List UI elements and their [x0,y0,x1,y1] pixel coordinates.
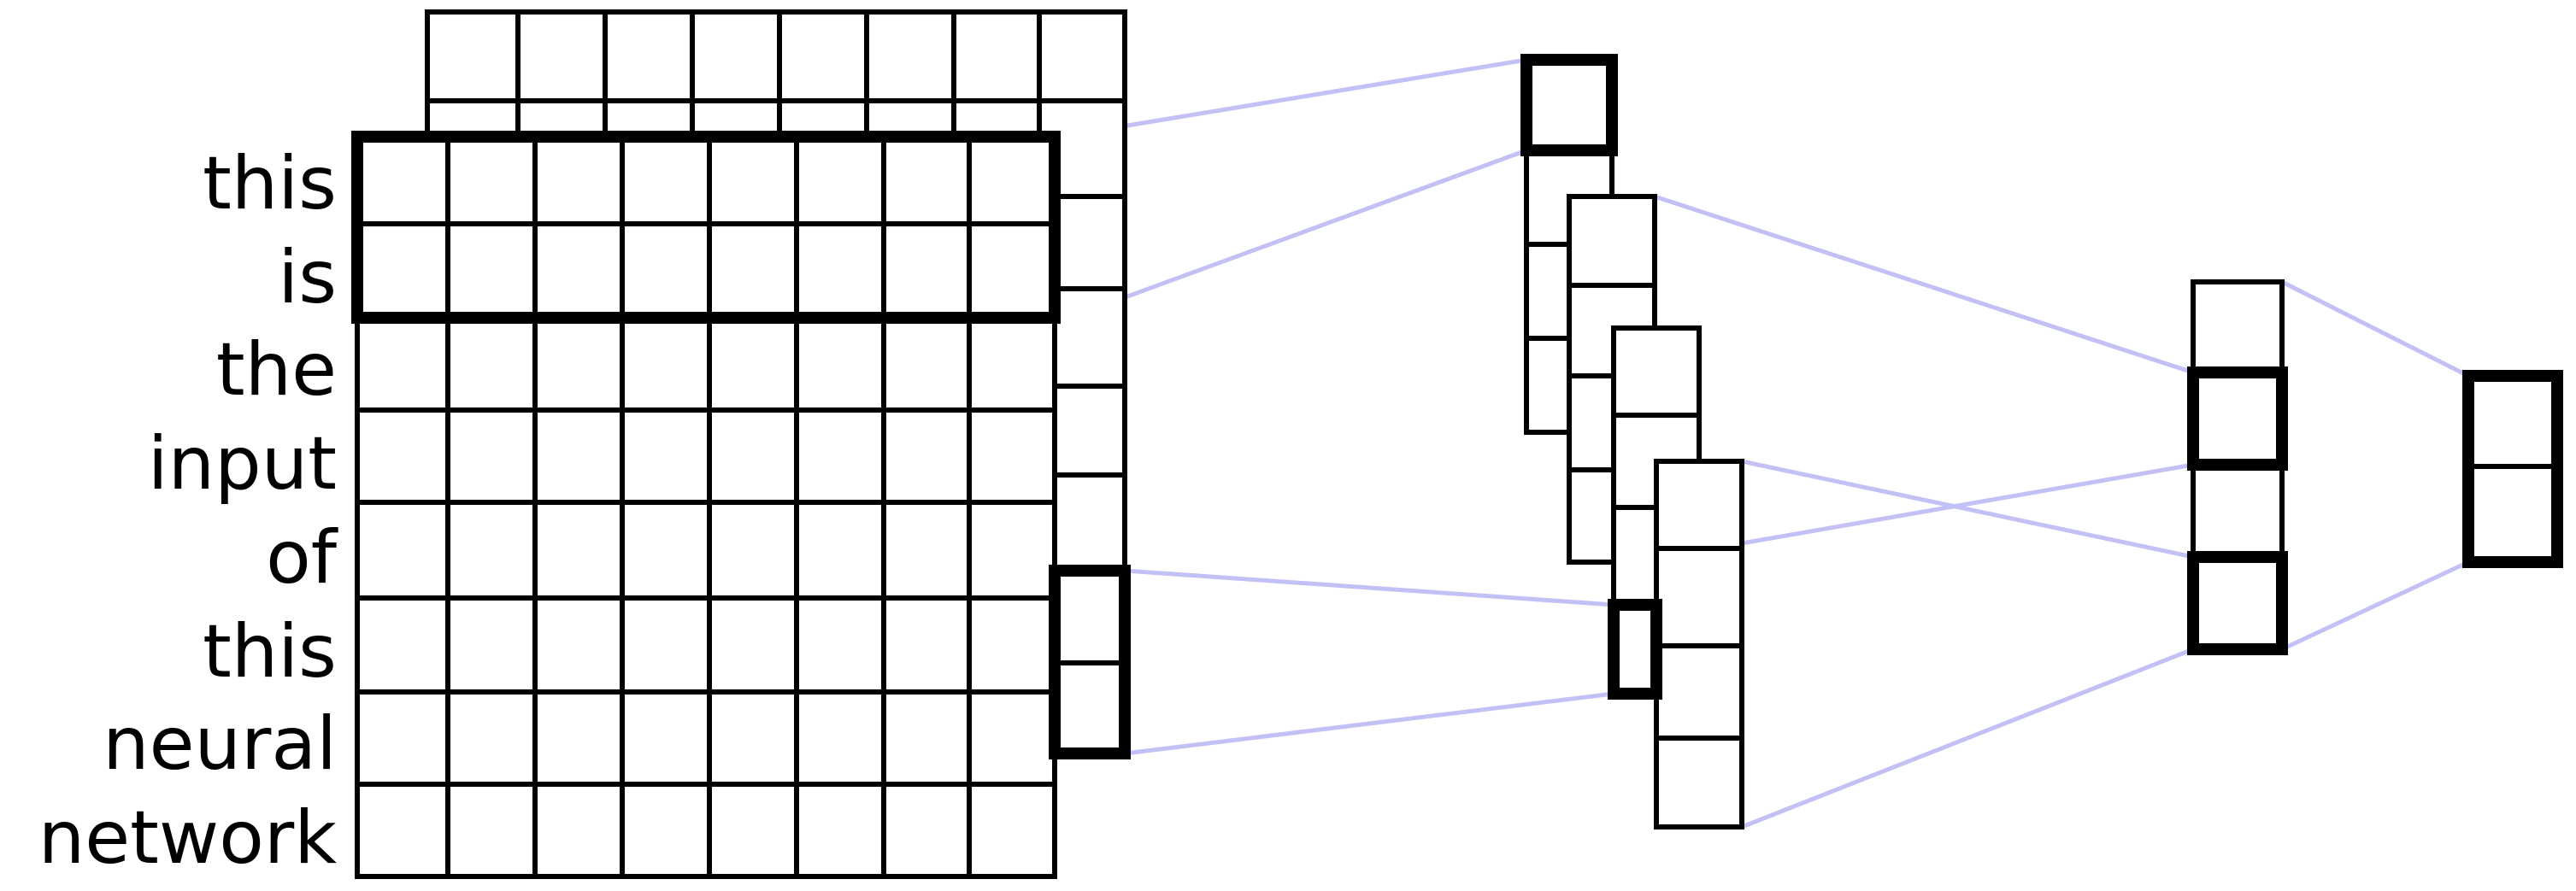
filter-back-tile-bg [427,12,1125,137]
connection-line-6 [1741,462,2194,546]
highlight-pooled-cell-top [2187,366,2288,471]
feature-map-4 [1654,459,1744,829]
connection-line-2 [1124,568,1614,607]
highlight-boxes [351,54,2563,759]
connection-lines [1059,57,2470,829]
input-matrix [355,134,1057,879]
highlight-feature-map-3-cell [1608,599,1662,700]
word-network: network [38,795,337,881]
connection-line-1 [1059,148,1527,324]
connection-line-8 [2280,279,2470,378]
connection-line-7 [1741,647,2194,829]
connection-line-0 [1059,57,1527,139]
highlight-output-column [2462,370,2563,568]
filter-back-tile [425,9,1127,139]
connection-line-4 [1654,194,2194,375]
word-this-1: this [203,141,337,226]
highlight-feature-map-1-cell [1520,54,1618,156]
output-column [2466,373,2560,565]
word-input: input [147,421,337,507]
word-this-2: this [203,609,337,695]
connection-line-5 [1741,459,2194,560]
highlight-back-column-window [1049,565,1131,759]
highlight-pooled-cell-bottom [2187,551,2288,655]
input-matrix-bg [357,137,1055,876]
connection-line-3 [1124,691,1614,756]
word-of: of [266,515,337,601]
word-the: the [215,327,337,413]
word-neural: neural [103,701,337,787]
highlight-input-window [351,131,1061,324]
connection-line-9 [2280,560,2470,652]
word-is: is [278,235,337,320]
